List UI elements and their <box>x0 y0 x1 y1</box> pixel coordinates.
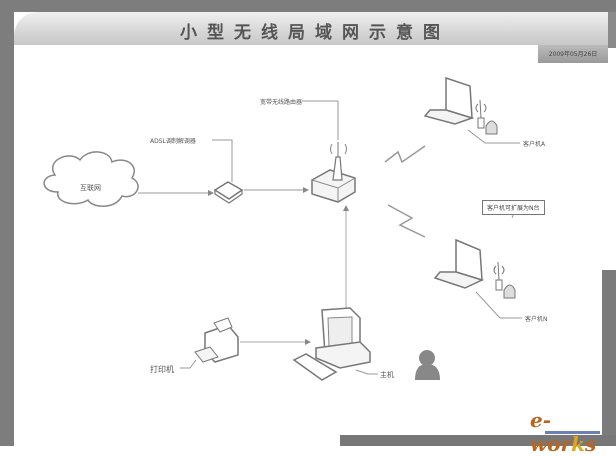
wireless-router-icon <box>311 142 356 203</box>
printer-icon <box>194 317 239 363</box>
host-label: 主机 <box>380 371 394 379</box>
laptop-icon <box>423 76 498 135</box>
logo-highlight: k <box>571 432 585 456</box>
frame-bottom <box>340 435 616 446</box>
frame-left <box>0 0 14 446</box>
title-bar: 小型无线局域网示意图 <box>14 12 616 45</box>
diagram-title: 小型无线局域网示意图 <box>180 23 450 43</box>
expand-note: 客户机可扩展为N台 <box>482 200 545 215</box>
user-icon <box>415 350 440 380</box>
frame-right <box>608 12 616 48</box>
wireless-signal-icon <box>387 204 426 238</box>
laptop-icon <box>433 238 516 299</box>
frame-top <box>0 0 616 12</box>
printer-label: 打印机 <box>150 365 174 374</box>
logo-suffix: s <box>584 432 597 456</box>
frame-right-lower <box>602 270 616 446</box>
modem-label: ADSL调制解调器 <box>150 138 196 145</box>
desktop-computer-icon <box>292 307 371 381</box>
client-n-label: 客户机N <box>525 316 548 323</box>
router-label: 宽带无线路由器 <box>260 99 303 106</box>
cloud-icon <box>43 151 139 207</box>
network-diagram <box>43 76 522 381</box>
client-a-label: 客户机A <box>523 141 546 148</box>
wireless-signal-icon <box>384 145 426 164</box>
date-text: 2009年05月26日 <box>548 51 598 58</box>
internet-label: 互联网 <box>80 184 101 192</box>
date-badge: 2009年05月26日 <box>538 45 608 63</box>
modem-icon <box>213 181 244 204</box>
logo-underline <box>545 431 600 434</box>
